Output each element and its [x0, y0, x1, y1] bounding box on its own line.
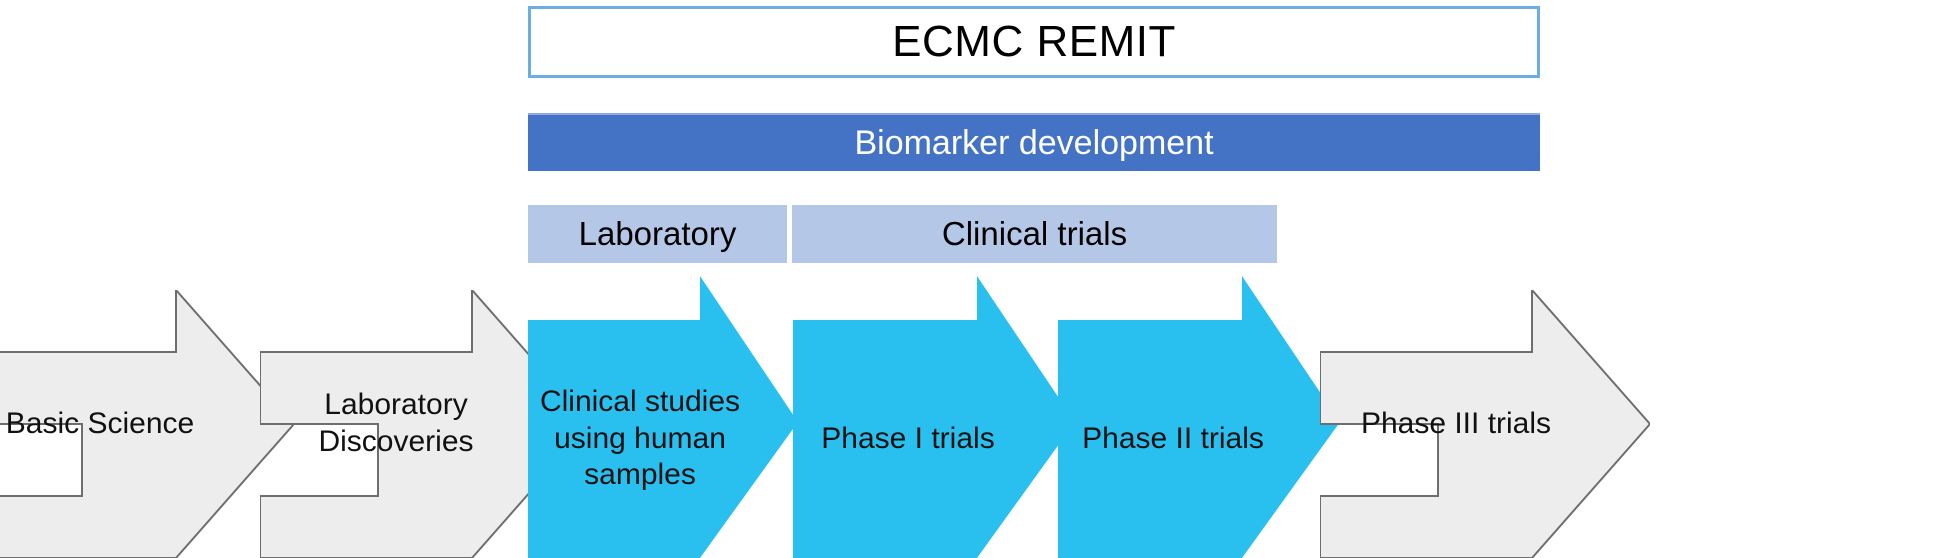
arrow-shape-cyan-icon [1058, 276, 1340, 558]
ecmc-remit-box: ECMC REMIT [528, 6, 1540, 78]
band-clinical-trials: Clinical trials [792, 205, 1277, 263]
arrow-shape-grey-icon [1320, 290, 1650, 558]
band-clinical-trials-label: Clinical trials [941, 215, 1128, 252]
pipeline-arrow-row: Basic Science Laboratory Discoveries Cli… [0, 276, 1934, 558]
arrow-phase-2-trials-label: Phase II trials [1082, 421, 1264, 455]
arrow-laboratory-discoveries: Laboratory Discoveries [260, 290, 590, 558]
arrow-basic-science: Basic Science [0, 290, 294, 558]
arrow-shape-cyan-icon [793, 276, 1075, 558]
arrow-shape-grey-icon [260, 290, 590, 558]
page-title: ECMC REMIT [892, 17, 1176, 66]
arrow-shape-grey-icon [0, 290, 294, 558]
arrow-clinical-studies-label: Clinical studies using human samples [539, 385, 741, 492]
arrow-clinical-studies: Clinical studies using human samples [528, 276, 798, 558]
band-laboratory: Laboratory [528, 205, 787, 263]
arrow-phase-3-trials-label: Phase III trials [1360, 406, 1552, 440]
arrow-phase-1-trials-label: Phase I trials [821, 421, 995, 455]
arrow-phase-2-trials: Phase II trials [1058, 276, 1340, 558]
arrow-basic-science-label: Basic Science [5, 406, 195, 440]
arrow-phase-3-trials: Phase III trials [1320, 290, 1650, 558]
biomarker-development-bar: Biomarker development [528, 113, 1540, 171]
band-laboratory-label: Laboratory [578, 215, 737, 252]
arrow-shape-cyan-icon [528, 276, 798, 558]
arrow-phase-1-trials: Phase I trials [793, 276, 1075, 558]
biomarker-development-label: Biomarker development [854, 123, 1214, 162]
arrow-laboratory-discoveries-label: Laboratory Discoveries [318, 388, 474, 458]
